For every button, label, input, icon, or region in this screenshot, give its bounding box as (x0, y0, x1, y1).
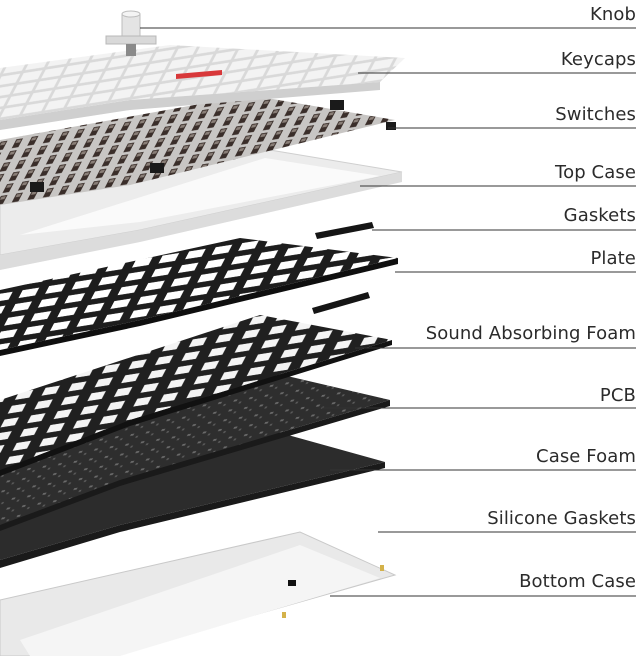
label-case-foam: Case Foam (536, 446, 636, 467)
label-silicone-gaskets: Silicone Gaskets (487, 508, 636, 529)
label-top-case: Top Case (555, 162, 636, 183)
bottom-case-layer (0, 532, 395, 656)
label-knob: Knob (590, 4, 636, 25)
label-plate: Plate (590, 248, 636, 269)
label-keycaps: Keycaps (561, 49, 636, 70)
label-switches: Switches (555, 104, 636, 125)
label-gaskets: Gaskets (564, 205, 636, 226)
label-sound-absorbing-foam: Sound Absorbing Foam (426, 323, 636, 344)
label-bottom-case: Bottom Case (519, 571, 636, 592)
label-pcb: PCB (600, 385, 636, 406)
